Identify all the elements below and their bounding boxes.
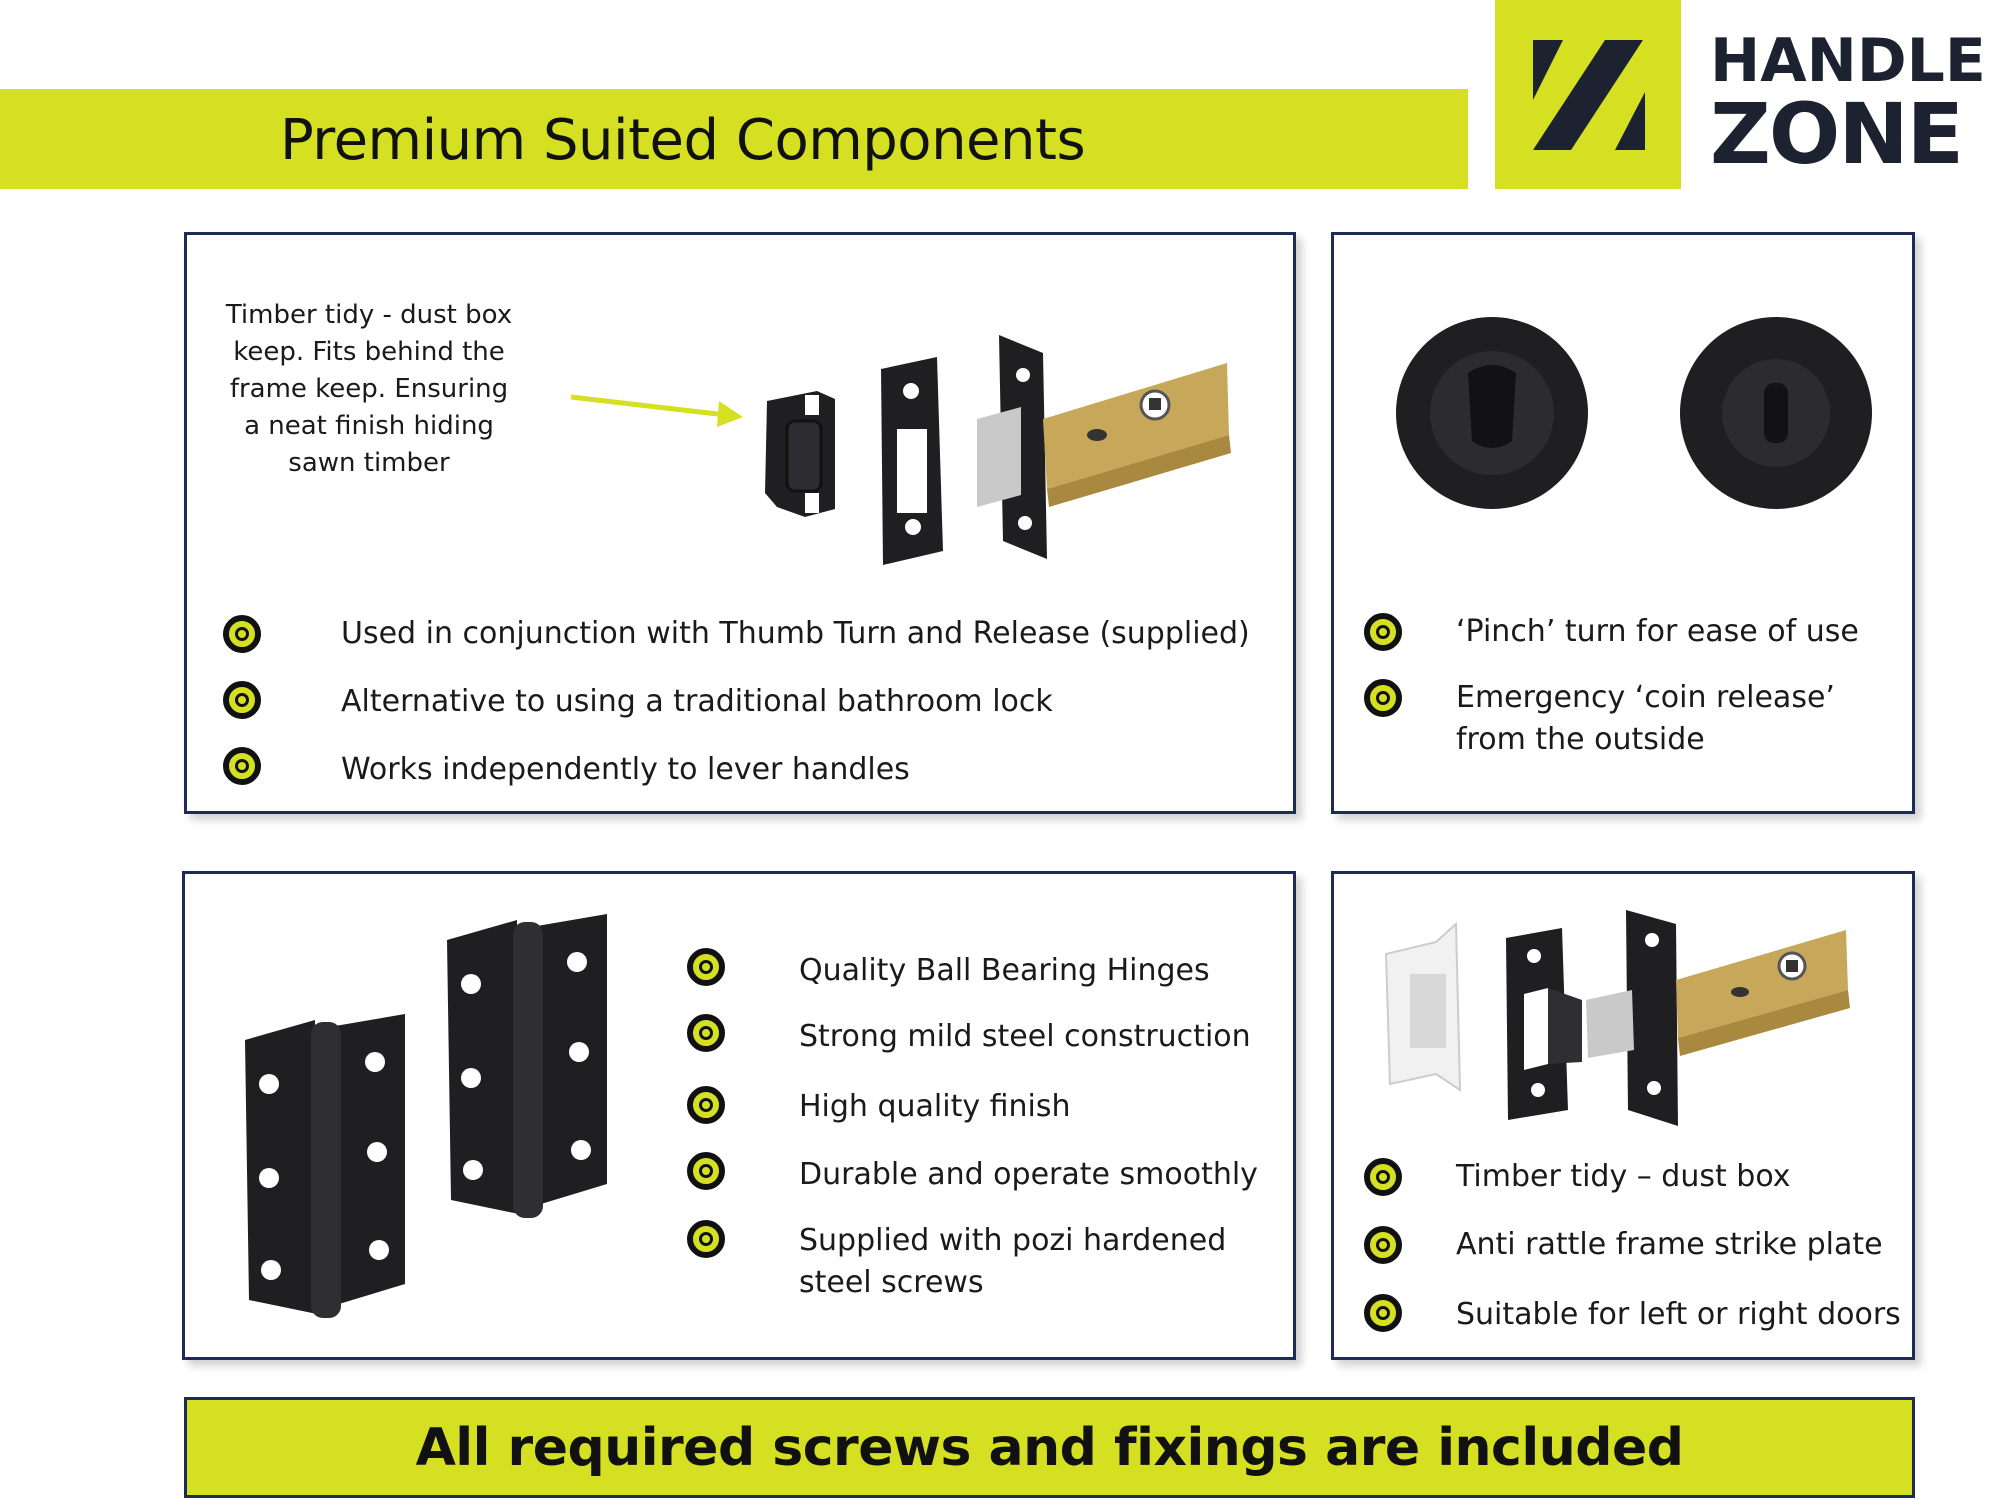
footer-text: All required screws and fixings are incl…: [415, 1417, 1684, 1478]
bullet-icon: [1364, 679, 1402, 717]
bullet-text: Supplied with pozi hardened steel screws: [799, 1223, 1227, 1300]
panel-hinges: Quality Ball Bearing Hinges Strong mild …: [182, 871, 1296, 1360]
bullet-text: Alternative to using a traditional bathr…: [341, 684, 1053, 719]
bullet-icon: [1364, 1294, 1402, 1332]
dust-box-image: [765, 391, 835, 517]
bullet-icon: [687, 1220, 725, 1258]
dust-box-note: Timber tidy - dust box keep. Fits behind…: [225, 300, 513, 478]
thumb-turn-image: [1396, 317, 1588, 509]
bullet-text: ‘Pinch’ turn for ease of use: [1456, 614, 1859, 649]
bullet-text: Strong mild steel construction: [799, 1019, 1251, 1054]
logo-mark: [1495, 0, 1681, 189]
bullet-text: High quality finish: [799, 1089, 1071, 1124]
bullet-icon: [687, 948, 725, 986]
bullet-text: Anti rattle frame strike plate: [1456, 1227, 1883, 1262]
bullet-text: Quality Ball Bearing Hinges: [799, 953, 1210, 988]
tubular-latch-image: [1586, 910, 1850, 1126]
panel-tubular-latch: Timber tidy – dust box Anti rattle frame…: [1331, 871, 1915, 1360]
bullet-icon: [687, 1086, 725, 1124]
pointer-arrow-icon: [570, 394, 743, 427]
bullet-text: Timber tidy – dust box: [1456, 1159, 1791, 1194]
bullet-text: Durable and operate smoothly: [799, 1157, 1258, 1192]
deadbolt-image: [977, 335, 1231, 559]
bullet-icon: [687, 1014, 725, 1052]
bullet-icon: [1364, 1226, 1402, 1264]
frame-strike-plate-image: [1506, 928, 1582, 1120]
title-banner: [0, 89, 1468, 189]
bullet-text: Suitable for left or right doors: [1456, 1297, 1901, 1332]
panel-thumb-turn: ‘Pinch’ turn for ease of use Emergency ‘…: [1331, 232, 1915, 814]
bullet-text: Works independently to lever handles: [341, 752, 910, 787]
coin-release-image: [1680, 317, 1872, 509]
bullet-icon: [223, 615, 261, 653]
bullet-icon: [1364, 613, 1402, 651]
bullet-icon: [223, 747, 261, 785]
zone-z-logo-icon: [1533, 40, 1645, 150]
bullet-icon: [687, 1152, 725, 1190]
strike-plate-image: [881, 357, 943, 565]
logo-line-zone: ZONE: [1710, 85, 1964, 183]
bullet-icon: [1364, 1158, 1402, 1196]
bullet-text: Used in conjunction with Thumb Turn and …: [341, 616, 1250, 651]
logo-wordmark: HANDLE ZONE: [1710, 30, 1986, 176]
white-dust-box-image: [1384, 921, 1462, 1092]
bullet-icon: [223, 681, 261, 719]
bullet-text: Emergency ‘coin release’ from the outsid…: [1456, 680, 1835, 757]
footer-banner: All required screws and fixings are incl…: [184, 1397, 1915, 1498]
page-title: Premium Suited Components: [280, 108, 1086, 173]
hinge-image: [245, 1014, 405, 1318]
logo-line-handle: HANDLE: [1710, 26, 1986, 96]
panel-bathroom-deadbolt: Timber tidy - dust box keep. Fits behind…: [184, 232, 1296, 814]
hinge-image: [447, 914, 607, 1218]
